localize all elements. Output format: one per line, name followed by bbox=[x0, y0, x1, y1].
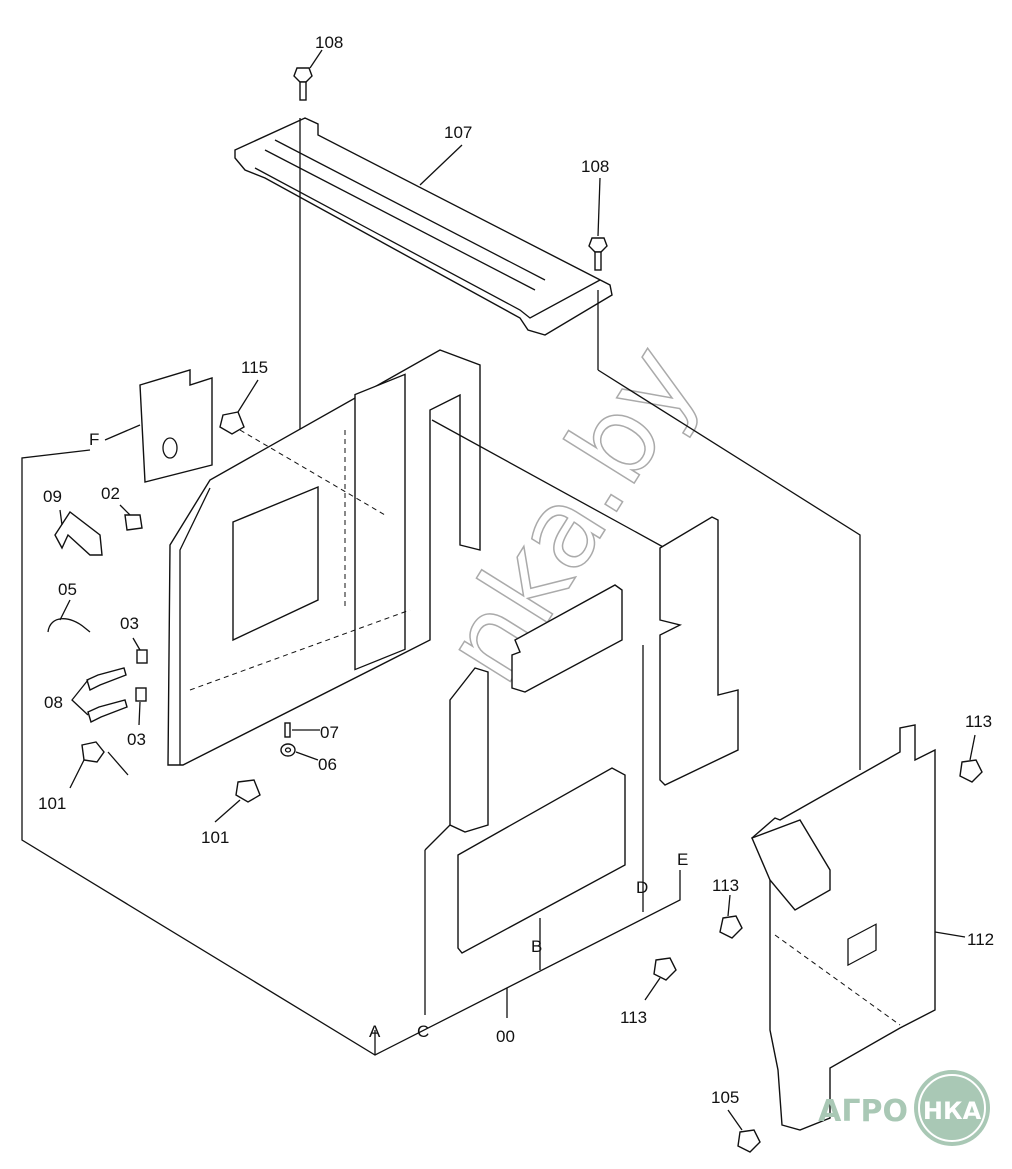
bolt-101-icon bbox=[81, 741, 105, 763]
bolt-02-icon bbox=[124, 514, 143, 531]
main-side-panel bbox=[167, 349, 666, 766]
callout-108: 108 bbox=[315, 33, 343, 52]
bolt-101-icon bbox=[235, 779, 261, 803]
part-05-wire bbox=[47, 618, 91, 633]
callout-07: 07 bbox=[320, 723, 339, 742]
agronka-logo: АГРО НКА bbox=[818, 1070, 990, 1146]
callout-E: E bbox=[677, 850, 688, 869]
assembly-outline bbox=[21, 449, 681, 1056]
bolt-115-icon bbox=[219, 411, 245, 435]
callout-112: 112 bbox=[967, 930, 994, 949]
screw-08-icon bbox=[87, 699, 128, 723]
screw-07-icon bbox=[284, 722, 291, 738]
callout-108: 108 bbox=[581, 157, 609, 176]
bolt-105-icon bbox=[737, 1129, 761, 1153]
part-F-foam bbox=[139, 369, 213, 483]
part-C-foam bbox=[449, 667, 489, 833]
callout-C: C bbox=[417, 1022, 429, 1041]
callout-107: 107 bbox=[444, 123, 472, 142]
callout-A: A bbox=[369, 1022, 381, 1041]
washer-06-icon bbox=[280, 743, 296, 757]
part-E-foam bbox=[659, 516, 739, 786]
callout-101: 101 bbox=[38, 794, 66, 813]
callout-03: 03 bbox=[120, 614, 139, 633]
screw-08-icon bbox=[86, 667, 127, 691]
leader-lines bbox=[59, 49, 976, 1131]
callout-06: 06 bbox=[318, 755, 337, 774]
part-112-right-panel bbox=[750, 724, 936, 1131]
callout-03: 03 bbox=[127, 730, 146, 749]
callout-115: 115 bbox=[241, 358, 268, 377]
bolt-113-icon bbox=[653, 957, 677, 981]
bolt-113-icon bbox=[719, 915, 743, 939]
callout-02: 02 bbox=[101, 484, 120, 503]
clip-03-icon bbox=[135, 687, 147, 702]
callout-00: 00 bbox=[496, 1027, 515, 1046]
bolt-108-icon bbox=[588, 237, 608, 271]
callout-113: 113 bbox=[965, 712, 992, 731]
callout-113: 113 bbox=[712, 876, 739, 895]
callout-D: D bbox=[636, 878, 648, 897]
callout-05: 05 bbox=[58, 580, 77, 599]
callout-B: B bbox=[531, 937, 542, 956]
svg-text:АГРО: АГРО bbox=[818, 1094, 908, 1129]
callout-F: F bbox=[89, 430, 99, 449]
callout-101: 101 bbox=[201, 828, 229, 847]
part-D-foam bbox=[511, 584, 623, 693]
bolt-108-icon bbox=[293, 67, 313, 101]
part-09-bracket bbox=[54, 510, 103, 556]
callout-08: 08 bbox=[44, 693, 63, 712]
part-107-top-bracket bbox=[234, 117, 861, 770]
callout-105: 105 bbox=[711, 1088, 739, 1107]
svg-text:НКА: НКА bbox=[923, 1097, 982, 1125]
callout-labels: 108 107 108 115 F 09 02 05 03 08 03 07 0… bbox=[38, 33, 994, 1107]
part-B-foam bbox=[457, 767, 626, 954]
bolt-113-icon bbox=[959, 759, 983, 783]
callout-09: 09 bbox=[43, 487, 62, 506]
callout-113: 113 bbox=[620, 1008, 647, 1027]
clip-03-icon bbox=[136, 649, 148, 664]
